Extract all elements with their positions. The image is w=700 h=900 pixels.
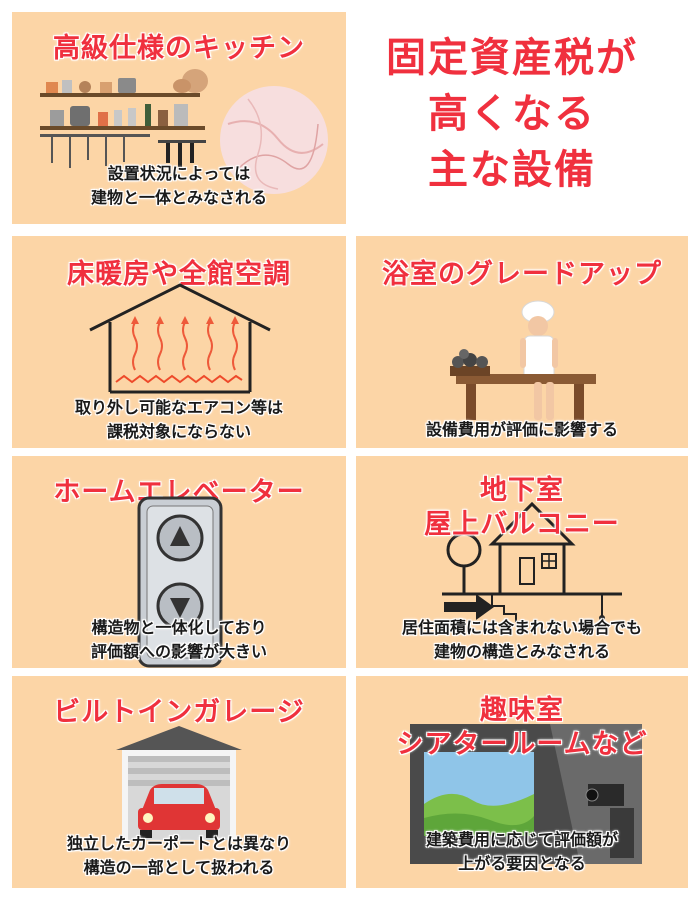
marble-countertop-icon bbox=[220, 86, 328, 194]
headline-line-1: 固定資産税が bbox=[386, 35, 638, 81]
card-home-elevator: ホームエレベーター 構造物と一体化しており 評価額への影響が大きい bbox=[12, 456, 346, 668]
kitchen-shelf-icon bbox=[40, 69, 208, 168]
card-desc: 設置状況によっては 建物と一体とみなされる bbox=[12, 162, 346, 210]
card-title: ビルトインガレージ bbox=[53, 697, 305, 728]
card-floor-heating: 床暖房や全館空調 取り外し可能なエアコン等は 課税対象にならない bbox=[12, 236, 346, 448]
card-title: 浴室のグレードアップ bbox=[382, 259, 662, 290]
card-desc-line: 評価額への影響が大きい bbox=[90, 642, 267, 661]
card-desc-line: 建築費用に応じて評価額が bbox=[425, 830, 618, 849]
card-desc: 取り外し可能なエアコン等は 課税対象にならない bbox=[12, 396, 346, 444]
card-desc-line: 上がる要因となる bbox=[458, 854, 586, 873]
card-theater-room: 趣味室 シアタールームなど 建築費用に応じて評価額が 上がる要因となる bbox=[356, 676, 688, 888]
card-title-line: 地下室 bbox=[480, 475, 564, 506]
headline-line-3: 主な設備 bbox=[428, 147, 596, 193]
card-title-line: シアタールームなど bbox=[396, 729, 648, 760]
card-title: 地下室 屋上バルコニー bbox=[356, 474, 688, 542]
card-title: 高級仕様のキッチン bbox=[53, 33, 305, 64]
card-desc-line: 設置状況によっては bbox=[107, 164, 251, 183]
sauna-icon bbox=[450, 300, 596, 420]
card-title-line: 趣味室 bbox=[480, 695, 564, 726]
card-desc-line: 課税対象にならない bbox=[106, 422, 251, 441]
card-title: 趣味室 シアタールームなど bbox=[356, 694, 688, 762]
card-desc: 設備費用が評価に影響する bbox=[356, 418, 688, 442]
headline: 固定資産税が 高くなる 主な設備 bbox=[352, 30, 672, 198]
card-desc: 構造物と一体化しており 評価額への影響が大きい bbox=[12, 616, 346, 664]
garage-car-icon bbox=[116, 726, 242, 840]
elevator-buttons-icon bbox=[137, 496, 223, 668]
arrow-right-icon bbox=[444, 594, 494, 620]
card-desc: 居住面積には含まれない場合でも 建物の構造とみなされる bbox=[356, 616, 688, 664]
card-desc-line: 設備費用が評価に影響する bbox=[425, 420, 618, 439]
card-desc: 独立したカーポートとは異なり 構造の一部として扱われる bbox=[12, 832, 346, 880]
card-desc-line: 取り外し可能なエアコン等は bbox=[74, 398, 283, 417]
house-basement-icon bbox=[442, 501, 622, 622]
card-desc-line: 建物と一体とみなされる bbox=[90, 188, 267, 207]
card-builtin-garage: ビルトインガレージ 独立したカーポートとは異なり 構造の一部として扱われる bbox=[12, 676, 346, 888]
theater-screen-icon bbox=[410, 724, 642, 864]
card-desc: 建築費用に応じて評価額が 上がる要因となる bbox=[356, 828, 688, 876]
card-desc-line: 建物の構造とみなされる bbox=[433, 642, 610, 661]
card-bathroom: 浴室のグレードアップ 設備費用が評価に影響する bbox=[356, 236, 688, 448]
card-desc-line: 構造の一部として扱われる bbox=[83, 858, 275, 877]
card-desc-line: 居住面積には含まれない場合でも bbox=[401, 618, 642, 637]
card-title-line: 屋上バルコニー bbox=[424, 509, 620, 540]
card-kitchen: 高級仕様のキッチン 設置状況によっては 建物 bbox=[12, 12, 346, 224]
card-desc-line: 独立したカーポートとは異なり bbox=[66, 834, 291, 853]
house-heating-icon bbox=[89, 283, 271, 394]
headline-line-2: 高くなる bbox=[428, 91, 596, 137]
card-basement-rooftop: 地下室 屋上バルコニー 居住面積には含まれない場合でも 建物の構造とみなされる bbox=[356, 456, 688, 668]
card-desc-line: 構造物と一体化しており bbox=[91, 618, 267, 637]
